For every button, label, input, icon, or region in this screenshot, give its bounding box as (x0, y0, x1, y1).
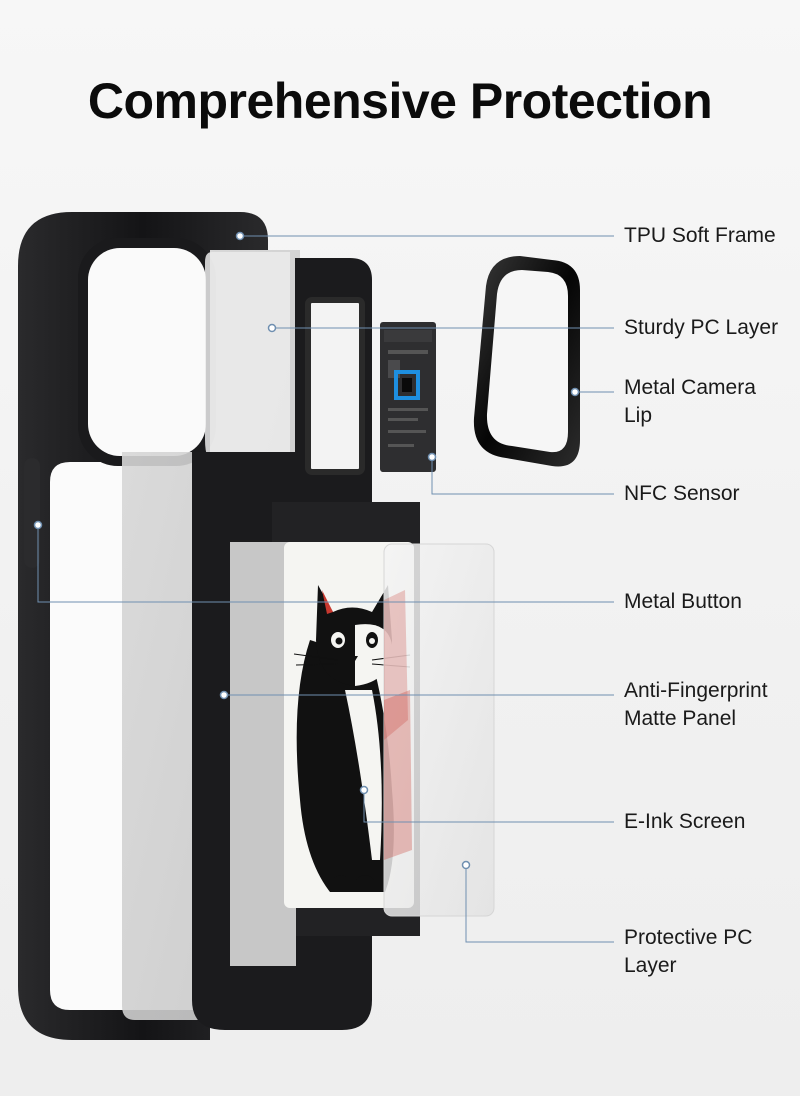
leader-protective-pc-layer (465, 865, 614, 943)
label-metal-button: Metal Button (624, 588, 742, 616)
label-line: E-Ink Screen (624, 810, 746, 833)
label-line: Layer (624, 954, 677, 977)
label-nfc-sensor: NFC Sensor (624, 480, 740, 508)
label-line: TPU Soft Frame (624, 224, 776, 247)
label-metal-camera-lip: Metal Camera Lip (624, 374, 756, 430)
label-sturdy-pc-layer: Sturdy PC Layer (624, 314, 778, 342)
leader-e-ink-screen (363, 790, 614, 823)
dot-protective-pc-layer (461, 860, 471, 870)
page-title: Comprehensive Protection (87, 73, 713, 129)
label-protective-pc-layer: Protective PC Layer (624, 924, 752, 980)
leader-metal-button (37, 525, 614, 603)
label-line: Lip (624, 404, 653, 427)
nfc-sensor-part (380, 322, 436, 472)
callout-leaders (37, 235, 614, 943)
leader-nfc-sensor (431, 457, 614, 495)
dot-tpu-soft-frame (235, 231, 245, 241)
dot-sturdy-pc-layer (267, 323, 277, 333)
protective-pc-layer-part (383, 543, 495, 917)
metal-camera-lip-part (473, 256, 580, 467)
label-line: Sturdy PC Layer (624, 316, 779, 339)
dot-nfc-sensor (427, 452, 437, 462)
label-line: Metal Camera (624, 376, 756, 399)
callout-dots (33, 231, 580, 870)
label-line: Anti-Fingerprint (624, 679, 768, 702)
dot-anti-fingerprint (219, 690, 229, 700)
dot-e-ink-screen (359, 785, 369, 795)
label-line: Metal Button (624, 590, 742, 613)
dot-metal-camera-lip (570, 387, 580, 397)
label-line: Protective PC (624, 926, 753, 949)
dot-metal-button (33, 520, 43, 530)
label-e-ink-screen: E-Ink Screen (624, 808, 745, 836)
label-tpu-soft-frame: TPU Soft Frame (624, 222, 776, 250)
label-anti-fingerprint-matte-panel: Anti-Fingerprint Matte Panel (624, 677, 768, 733)
label-line: Matte Panel (624, 707, 737, 730)
label-line: NFC Sensor (624, 482, 740, 505)
